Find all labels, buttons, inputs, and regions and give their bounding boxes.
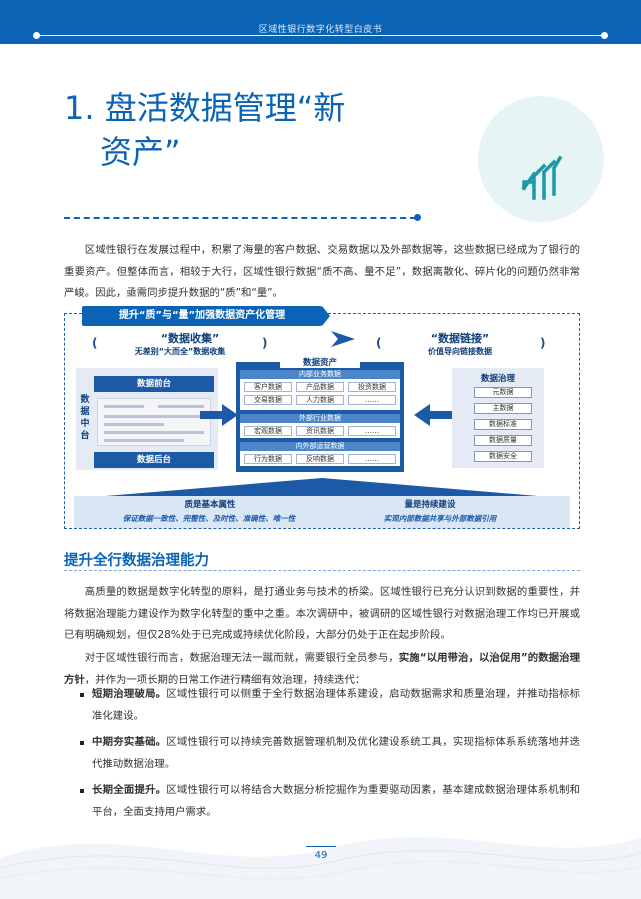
bullet-item: 中期夯实基础。区域性银行可以持续完善数据管理机制及优化建设系统工具，实现指标体系… bbox=[92, 732, 580, 775]
diagram-title: 提升“质”与“量”加强数据资产化管理 bbox=[82, 306, 322, 326]
para2-line2-bold: 治理方针 bbox=[64, 652, 580, 686]
bullet-line1: 区域性银行可以持续完善数据管理机制及优化建设系统工具，实现指标体系系统落地 bbox=[166, 736, 559, 748]
arrow-decoration-icon bbox=[521, 155, 563, 200]
para1-line2: 并将数据治理能力建设作为数字化转型的重中之重。本次调研中，被调研的区域性银行对数… bbox=[64, 586, 580, 620]
screen-row bbox=[104, 431, 204, 434]
data-cell: 人力数据 bbox=[296, 395, 344, 405]
dashboard-screenshot bbox=[97, 398, 211, 446]
bullet-line1: 区域性银行可以侧重于全行数据治理体系建设，启动数据需求和质量治理，并推动指 bbox=[166, 688, 559, 700]
collect-bracket-right: ) bbox=[262, 336, 268, 350]
paragraph-1: 高质量的数据是数字化转型的原料，是打通业务与技术的桥梁。区域性银行已充分认识到数… bbox=[64, 582, 580, 647]
intro-line3: 然非常严峻。因此，亟需同步提升数据的“质”和“量”。 bbox=[64, 265, 580, 300]
bullet-line2: 标标准化建设。 bbox=[92, 688, 581, 722]
governance-item: 数据质量 bbox=[474, 435, 532, 446]
operations-title: 内外部运营数据 bbox=[240, 442, 400, 451]
data-assets-title: 数据资产 bbox=[280, 356, 360, 368]
link-subheading: 价值导向链接数据 bbox=[428, 347, 492, 356]
chevron-right-icon bbox=[331, 331, 355, 347]
bullet-bold: 中期夯实基础。 bbox=[92, 736, 167, 748]
data-cell: 宏观数据 bbox=[244, 426, 292, 436]
page-title: 1. 盘活数据管理“新 资产” bbox=[64, 86, 424, 174]
middle-platform-label-text: 数据中台 bbox=[80, 395, 90, 441]
para2-line1-bold: 实施“以用带治，以治促用”的数据 bbox=[398, 652, 560, 664]
intro-line2: 的重要资产。但整体而言，相较于大行，区域性银行数据“质不高、量不足”，数据离散化… bbox=[64, 244, 580, 278]
para2-line1-pre: 对于区域性银行而言，数据治理无法一蹴而就，需要银行全员参与， bbox=[84, 652, 399, 664]
page-title-line2: 资产” bbox=[100, 133, 181, 171]
quantity-subheading: 实现内部数据共享与外部数据引用 bbox=[383, 514, 497, 523]
internal-business-title: 内部业务数据 bbox=[240, 370, 400, 379]
base-platform-shape bbox=[82, 478, 562, 498]
screen-row bbox=[104, 415, 204, 418]
bullet-line2: 并迭代推动数据治理。 bbox=[92, 736, 581, 770]
arrow-left-icon bbox=[414, 404, 452, 426]
paragraph-2: 对于区域性银行而言，数据治理无法一蹴而就，需要银行全员参与，实施“以用带治，以治… bbox=[64, 648, 580, 691]
bullet-line1: 区域性银行可以将结合大数据分析挖掘作为重要驱动因素，基本建成数据治理体系机 bbox=[166, 784, 559, 796]
link-bracket-right: ) bbox=[540, 336, 546, 350]
page-title-line1: 1. 盘活数据管理“新 bbox=[64, 89, 346, 127]
bullet-line2: 制和平台，全面支持用户需求。 bbox=[92, 784, 581, 818]
para1-line3: 展或已有明确规划，但仅28%处于已完成或持续优化阶段，大部分仍处于正在起步阶段。 bbox=[64, 607, 581, 642]
external-industry-title: 外部行业数据 bbox=[240, 414, 400, 423]
collect-bracket-left: ( bbox=[92, 336, 98, 350]
bullet-bold: 短期治理破局。 bbox=[92, 688, 167, 700]
data-cell: 交易数据 bbox=[244, 395, 292, 405]
section-heading: 提升全行数据治理能力 bbox=[64, 553, 209, 569]
data-backend-bar: 数据后台 bbox=[94, 452, 214, 468]
decorative-circle bbox=[478, 96, 604, 222]
screen-row bbox=[104, 439, 184, 442]
quality-heading: 质是基本属性 bbox=[184, 500, 236, 510]
bullet-marker bbox=[80, 789, 84, 793]
page-number-divider bbox=[306, 846, 336, 847]
header-dot-left bbox=[33, 32, 40, 39]
data-cell: 反响数据 bbox=[296, 454, 344, 464]
governance-item: 元数据 bbox=[474, 387, 532, 398]
data-cell: 投资数据 bbox=[348, 382, 396, 392]
quantity-heading: 量是持续建设 bbox=[404, 500, 456, 510]
section-divider bbox=[64, 570, 580, 571]
data-cell: …… bbox=[348, 426, 396, 436]
link-heading: “数据链接” bbox=[430, 332, 490, 345]
para1-line1: 高质量的数据是数字化转型的原料，是打通业务与技术的桥梁。区域性银行已充分认识到数… bbox=[84, 586, 570, 598]
base-band bbox=[74, 496, 570, 528]
bullet-marker bbox=[80, 693, 84, 697]
governance-item: 主数据 bbox=[474, 403, 532, 414]
header-title: 区域性银行数字化转型白皮书 bbox=[258, 25, 383, 35]
intro-line1: 区域性银行在发展过程中，积累了海量的客户数据、交易数据以及外部数据等，这些数据已… bbox=[84, 244, 570, 256]
quality-subheading: 保证数据一致性、完整性、及时性、准确性、唯一性 bbox=[122, 514, 296, 523]
screen-row bbox=[104, 423, 164, 426]
title-divider bbox=[64, 217, 416, 219]
data-cell: 产品数据 bbox=[296, 382, 344, 392]
data-middle-platform-label: 数据中台 bbox=[76, 368, 94, 470]
page-number: 49 bbox=[314, 850, 328, 861]
collect-subheading: 无差别“大而全”数据收集 bbox=[134, 347, 226, 356]
intro-paragraph: 区域性银行在发展过程中，积累了海量的客户数据、交易数据以及外部数据等，这些数据已… bbox=[64, 240, 580, 305]
para2-line2-rest: ，并作为一项长期的日常工作进行精细有效治理，持续迭代： bbox=[84, 673, 366, 686]
bullet-bold: 长期全面提升。 bbox=[92, 784, 167, 796]
governance-item: 数据安全 bbox=[474, 451, 532, 462]
header-divider bbox=[36, 35, 605, 36]
collect-heading: “数据收集” bbox=[160, 332, 220, 345]
data-cell: 资讯数据 bbox=[296, 426, 344, 436]
data-cell: 客户数据 bbox=[244, 382, 292, 392]
title-divider-dot bbox=[414, 214, 421, 221]
governance-item: 数据标准 bbox=[474, 419, 532, 430]
header-dot-right bbox=[601, 32, 608, 39]
link-bracket-left: ( bbox=[376, 336, 382, 350]
footer-wave bbox=[0, 837, 641, 899]
bullet-item: 短期治理破局。区域性银行可以侧重于全行数据治理体系建设，启动数据需求和质量治理，… bbox=[92, 684, 580, 727]
bullet-item: 长期全面提升。区域性银行可以将结合大数据分析挖掘作为重要驱动因素，基本建成数据治… bbox=[92, 780, 580, 823]
data-cell: 行为数据 bbox=[244, 454, 292, 464]
data-cell: …… bbox=[348, 454, 396, 464]
arrow-right-icon bbox=[200, 404, 238, 426]
screen-row bbox=[158, 405, 204, 408]
data-frontend-bar: 数据前台 bbox=[94, 376, 214, 392]
header-bar bbox=[0, 0, 641, 44]
screen-row bbox=[104, 405, 144, 408]
data-governance-title: 数据治理 bbox=[480, 374, 515, 384]
bullet-marker bbox=[80, 741, 84, 745]
diagram-title-tip bbox=[322, 306, 330, 326]
data-cell: …… bbox=[348, 395, 396, 405]
